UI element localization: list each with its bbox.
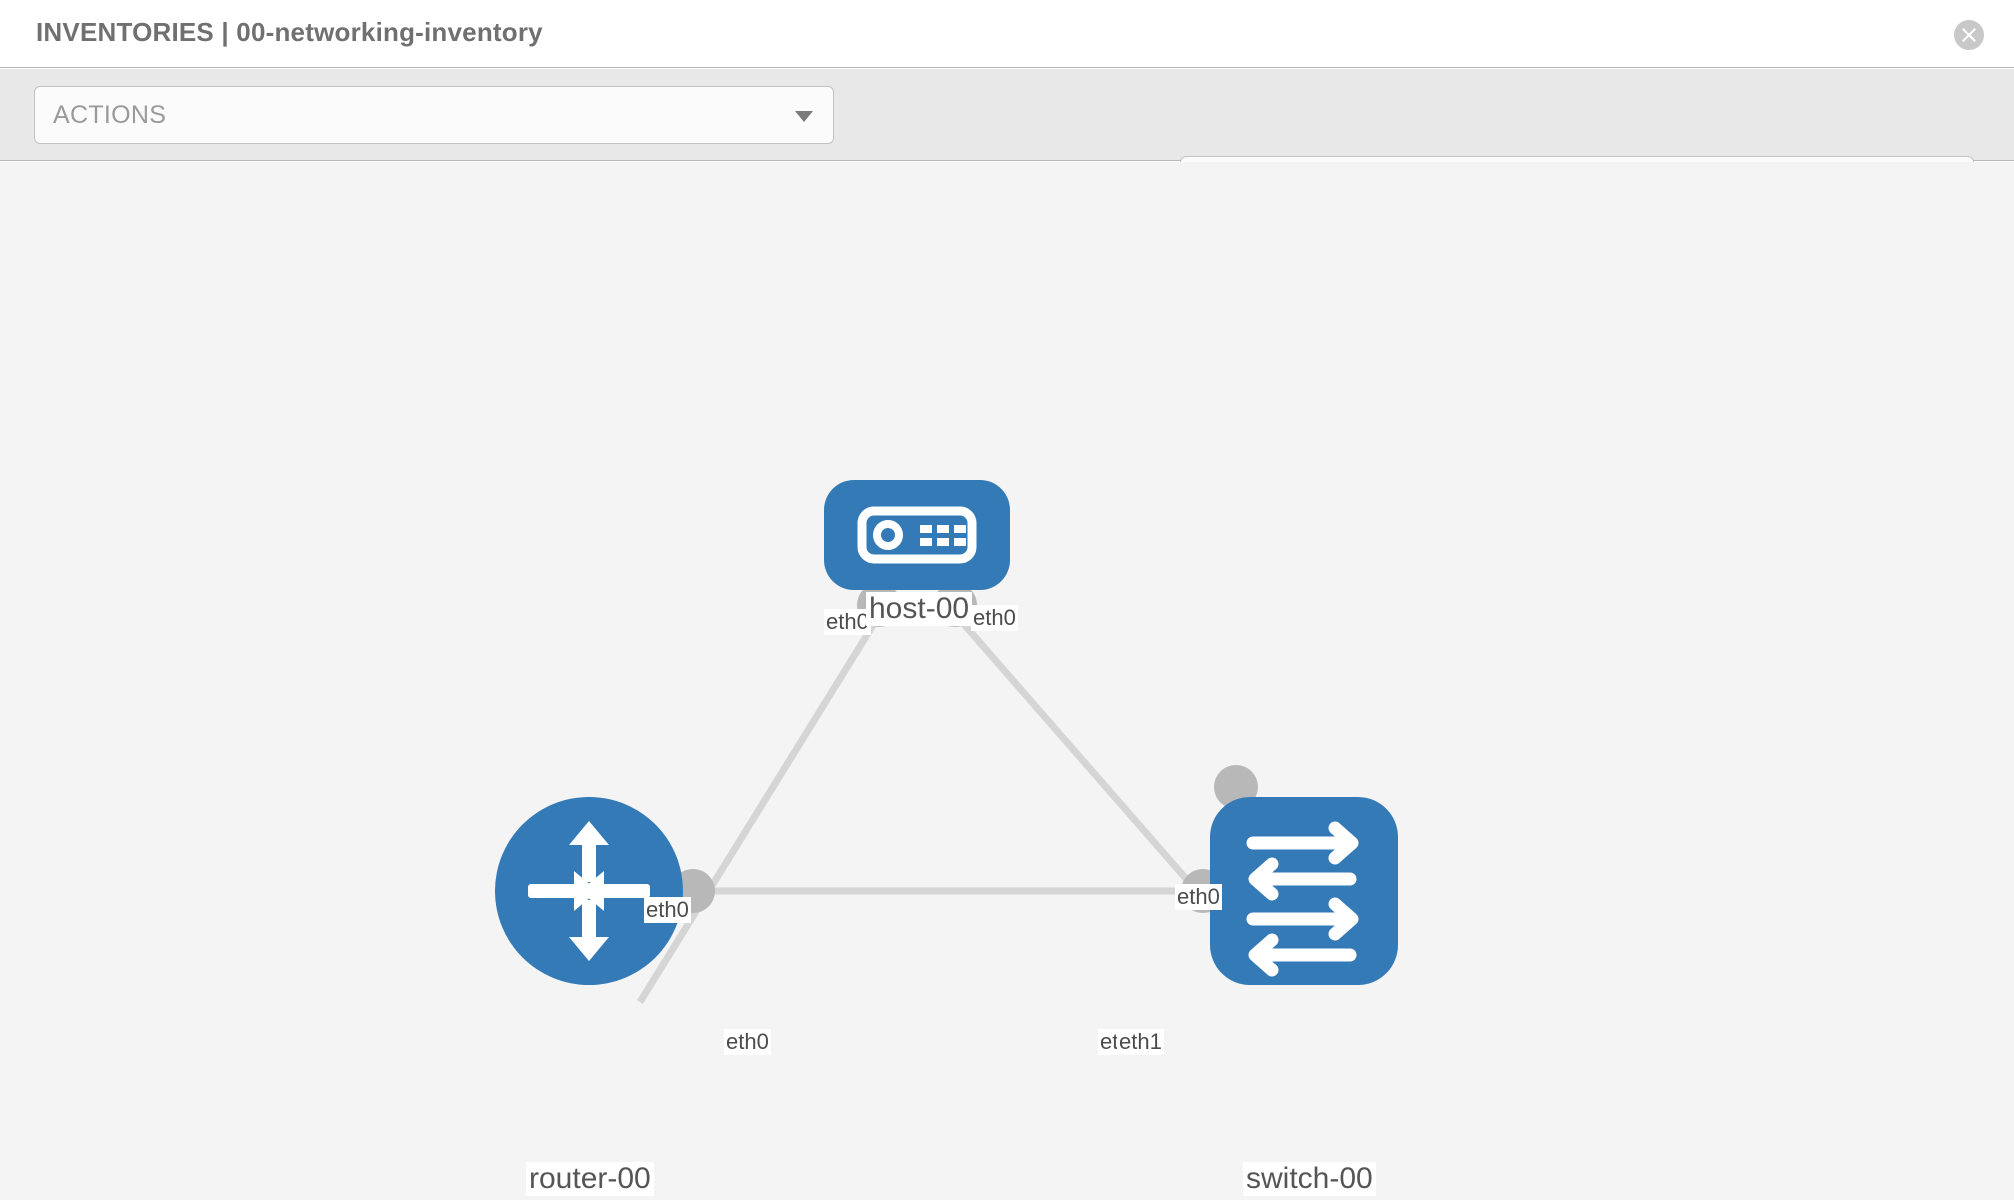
node-switch-00 (1210, 797, 1398, 985)
page-title: INVENTORIES | 00-networking-inventory (36, 17, 543, 47)
node-label-router-00: router-00 (526, 1162, 654, 1196)
topology-graph (495, 480, 1398, 1004)
actions-dropdown[interactable]: ACTIONS (34, 86, 834, 144)
topology-links (637, 611, 1253, 1004)
page-header: INVENTORIES | 00-networking-inventory (0, 0, 2014, 68)
switch-arrows-icon (1246, 821, 1359, 977)
node-host-00 (824, 480, 1010, 590)
toolbar: ACTIONS SEARCH (0, 69, 2014, 214)
node-label-switch-00: switch-00 (1243, 1162, 1376, 1196)
actions-dropdown-label: ACTIONS (53, 101, 167, 129)
chevron-down-icon (795, 111, 813, 122)
four-way-arrows-icon (528, 821, 650, 961)
interface-label: eth0 (824, 609, 871, 635)
node-label-host-00: host-00 (866, 592, 973, 626)
interface-label: eth0 (1175, 884, 1222, 910)
server-icon (857, 506, 977, 564)
link-host-router (637, 612, 883, 1004)
close-icon[interactable] (1954, 20, 1984, 50)
interface-label: eth0 (971, 605, 1018, 631)
interface-label: eth1 (1117, 1029, 1164, 1055)
topology-canvas[interactable]: eth0 eth0 eth0 eth0 eth0 eth0 eth1 host-… (0, 162, 2014, 1200)
interface-label: eth0 (644, 897, 691, 923)
interface-label: eth0 (724, 1029, 771, 1055)
node-router-00 (495, 797, 683, 985)
